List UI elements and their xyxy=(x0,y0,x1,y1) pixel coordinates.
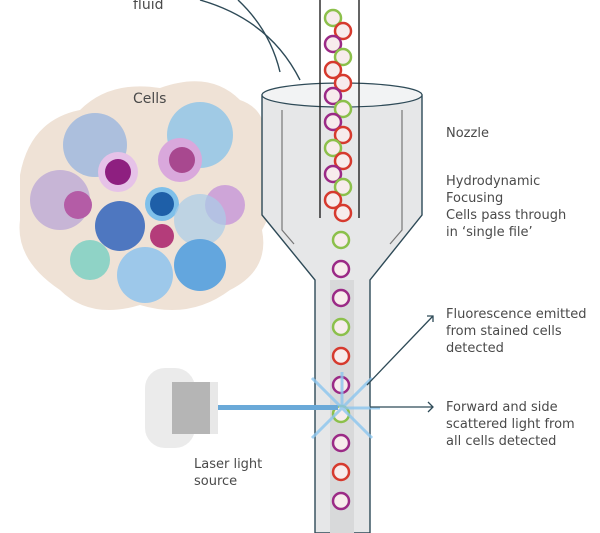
stream-cell-green xyxy=(323,138,343,158)
nozzle-label: Nozzle xyxy=(446,126,489,141)
stream-cell-red xyxy=(333,151,353,171)
scatter-burst xyxy=(310,372,380,440)
laser-label: Laser light source xyxy=(194,457,263,489)
stream-cell-green xyxy=(333,47,353,67)
stream-cell-red xyxy=(333,73,353,93)
stream-cell-green xyxy=(323,8,343,28)
stream-cell-magenta xyxy=(331,288,351,308)
fluorescence-label: Fluorescence emitted from stained cells … xyxy=(446,307,587,356)
stream-cell-red xyxy=(323,190,343,210)
stream-cells xyxy=(323,8,353,511)
laser-source xyxy=(145,368,218,448)
stream-cell-red xyxy=(333,21,353,41)
focusing-label: Hydrodynamic Focusing Cells pass through… xyxy=(446,174,567,240)
flow-arrow-left xyxy=(281,110,295,245)
stream-cell-magenta xyxy=(331,259,351,279)
stream-cell-green xyxy=(331,230,351,250)
stream-cell-green xyxy=(333,177,353,197)
cells-label: Cells xyxy=(133,91,167,107)
stream-cell-magenta xyxy=(323,86,343,106)
cell-cluster xyxy=(30,102,245,303)
scatter-label: Forward and side scattered light from al… xyxy=(446,400,575,449)
flow-arrow-right xyxy=(389,110,403,245)
stream-cell-magenta xyxy=(323,112,343,132)
stream-cell-magenta xyxy=(331,433,351,453)
fluid-arc-inner xyxy=(237,0,281,73)
stream-cell-green xyxy=(331,317,351,337)
stream-cell-red xyxy=(323,60,343,80)
stream-cell-red xyxy=(331,462,351,482)
stream-cell-red xyxy=(333,203,353,223)
laser-beam xyxy=(218,405,338,410)
stream-cell-red xyxy=(333,125,353,145)
stream-cell-green xyxy=(333,99,353,119)
stream-cell-red xyxy=(331,346,351,366)
stream-cell-magenta xyxy=(331,491,351,511)
stream-cell-magenta xyxy=(323,164,343,184)
fluorescence-arrow xyxy=(366,315,434,386)
stream-cell-magenta xyxy=(323,34,343,54)
fluid-label: fluid xyxy=(133,0,164,13)
fluid-arc-outer xyxy=(199,0,301,81)
